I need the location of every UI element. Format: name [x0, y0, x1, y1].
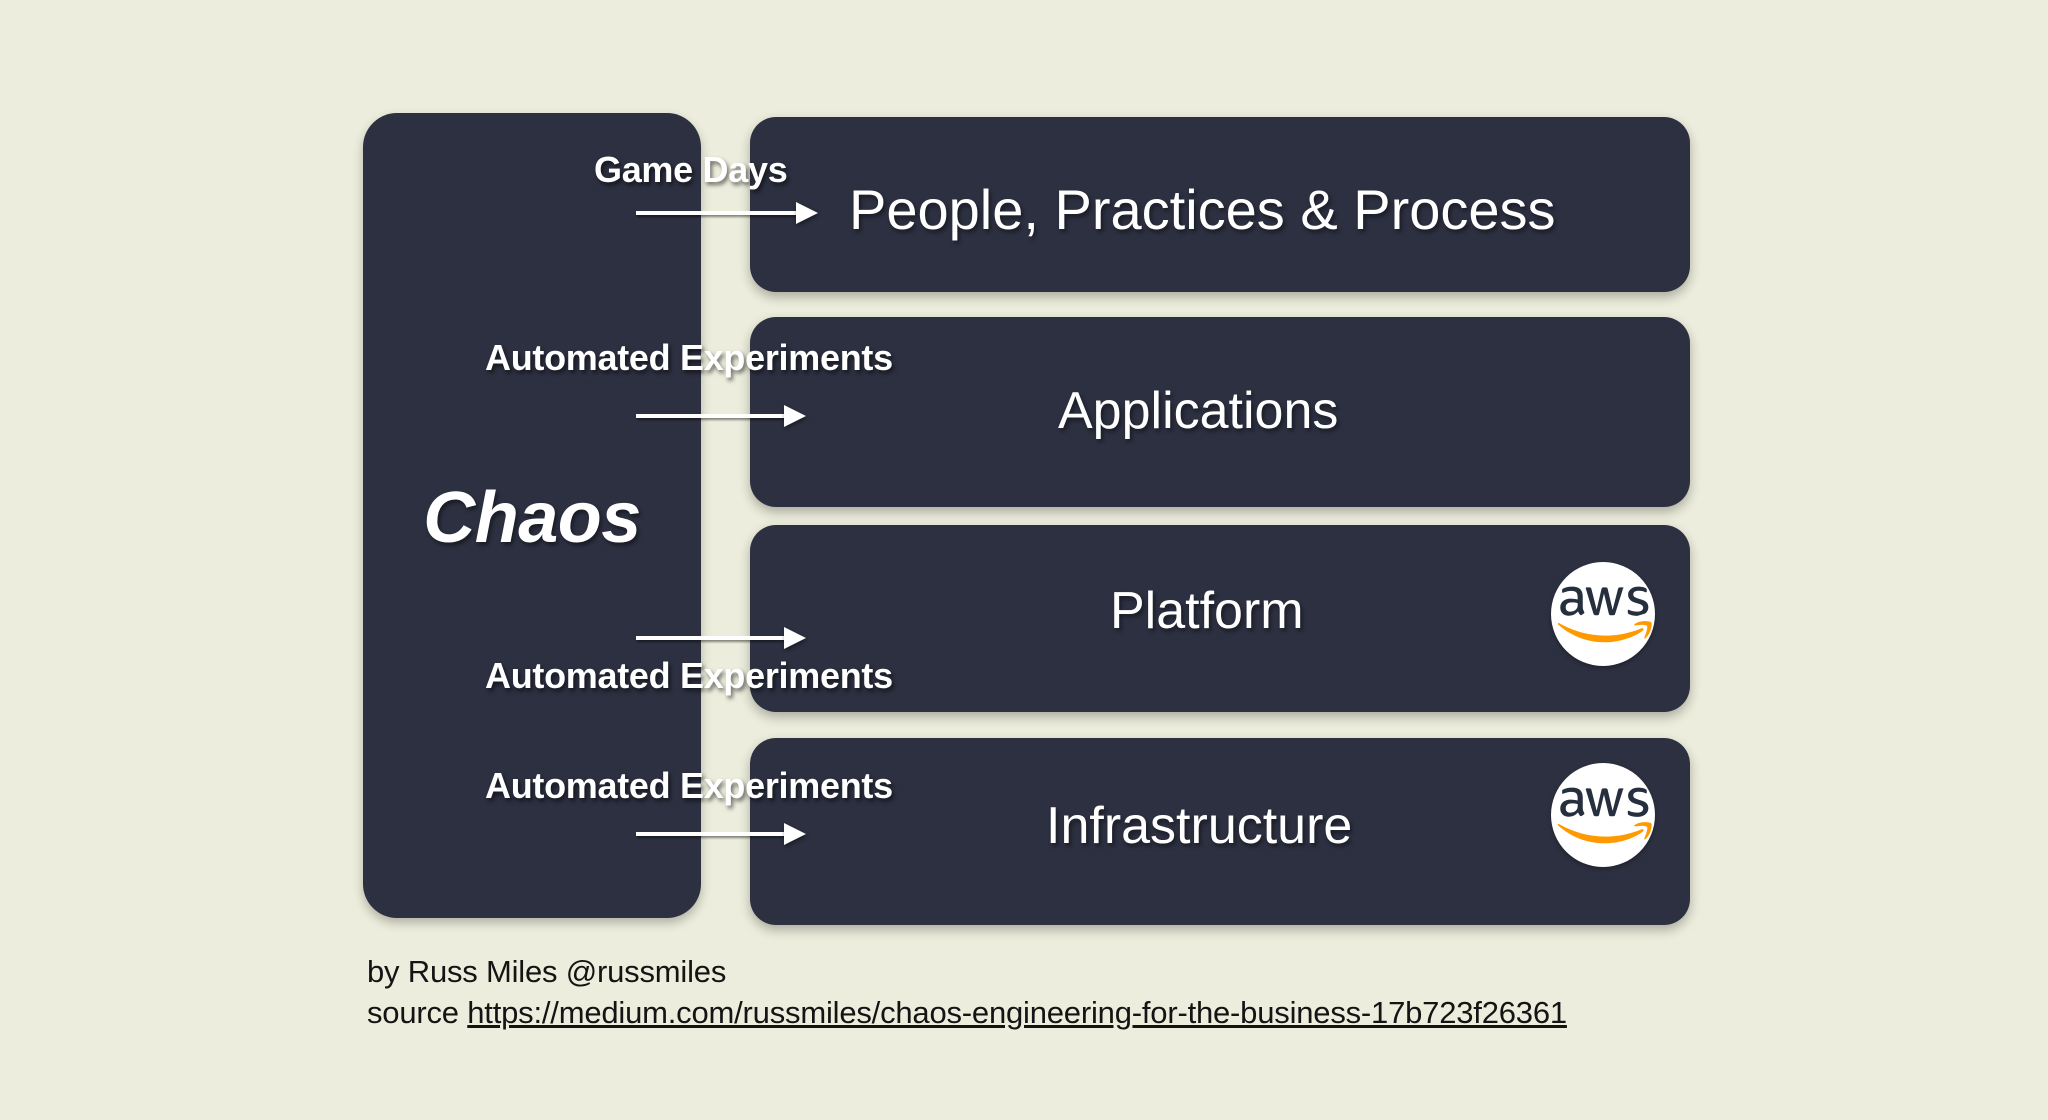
flow-label-automated-experiments-platform: Automated Experiments — [485, 655, 893, 696]
caption: by Russ Miles @russmiles source https://… — [367, 952, 1567, 1033]
caption-source-line: source https://medium.com/russmiles/chao… — [367, 993, 1567, 1034]
layer-panel-platform — [750, 525, 1690, 712]
layer-title-people: People, Practices & Process — [849, 178, 1556, 241]
layer-title-platform: Platform — [1110, 582, 1304, 640]
aws-logo-icon-platform — [1551, 562, 1655, 666]
flow-arrow-icon-1 — [636, 202, 818, 224]
layer-panel-infrastructure — [750, 738, 1690, 925]
source-url-link[interactable]: https://medium.com/russmiles/chaos-engin… — [467, 994, 1567, 1030]
chaos-label: Chaos — [423, 478, 641, 558]
layer-title-infrastructure: Infrastructure — [1046, 797, 1353, 855]
caption-source-prefix: source — [367, 994, 468, 1030]
flow-label-game-days: Game Days — [594, 149, 788, 190]
layer-panel-people — [750, 117, 1690, 292]
layer-panel-applications — [750, 317, 1690, 507]
flow-arrow-icon-2 — [636, 405, 806, 427]
flow-arrow-icon-3 — [636, 627, 806, 649]
caption-byline: by Russ Miles @russmiles — [367, 954, 727, 989]
flow-label-automated-experiments-applications: Automated Experiments — [485, 337, 893, 378]
flow-label-automated-experiments-infrastructure: Automated Experiments — [485, 765, 893, 806]
layer-title-applications: Applications — [1058, 382, 1339, 440]
flow-arrow-icon-4 — [636, 823, 806, 845]
chaos-panel — [363, 113, 701, 918]
aws-logo-icon-infrastructure — [1551, 763, 1655, 867]
